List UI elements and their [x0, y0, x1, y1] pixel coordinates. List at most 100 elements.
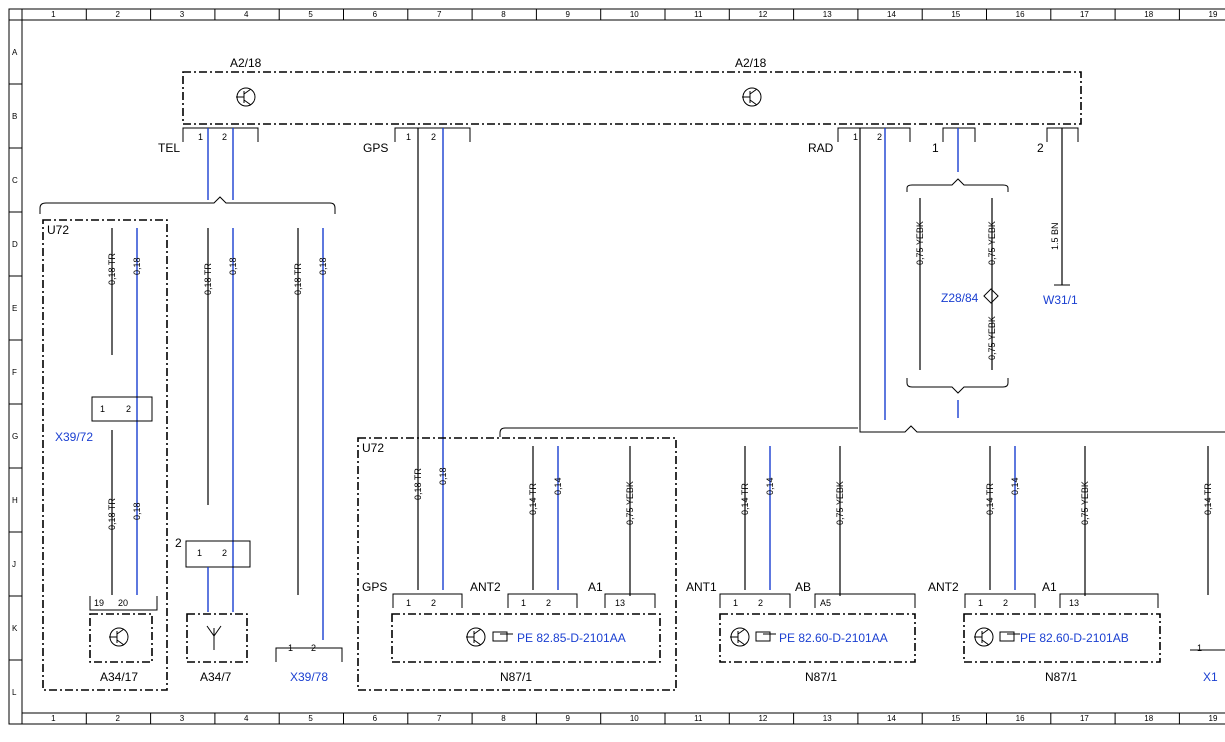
grid-column-label: 9 [566, 714, 571, 723]
svg-text:ANT2: ANT2 [470, 580, 501, 594]
pe-82-85-link[interactable]: PE 82.85-D-2101AA [517, 631, 626, 645]
grid-row-label: A [12, 48, 18, 57]
grid-column-label: 15 [951, 10, 960, 19]
svg-text:0,14: 0,14 [553, 477, 563, 495]
grid-row-label: F [12, 368, 17, 377]
grid-column-label: 14 [887, 10, 896, 19]
svg-text:2: 2 [1037, 141, 1044, 155]
svg-text:0,18: 0,18 [228, 257, 238, 275]
svg-text:1: 1 [197, 548, 202, 558]
grid-column-label: 15 [951, 714, 960, 723]
svg-text:A5: A5 [820, 598, 831, 608]
svg-text:0,18 TR: 0,18 TR [107, 253, 117, 285]
svg-text:N87/1: N87/1 [805, 670, 837, 684]
antenna-icon [206, 625, 222, 650]
svg-text:A1: A1 [1042, 580, 1057, 594]
svg-text:1: 1 [978, 598, 983, 608]
grid-row-label: K [12, 624, 18, 633]
a2-18-label-left: A2/18 [230, 56, 262, 70]
grid-column-label: 3 [180, 714, 185, 723]
grid-column-label: 5 [308, 10, 313, 19]
svg-text:2: 2 [1003, 598, 1008, 608]
svg-text:1: 1 [733, 598, 738, 608]
grid-column-label: 13 [823, 10, 832, 19]
x39-78-link[interactable]: X39/78 [290, 670, 328, 684]
svg-text:1: 1 [1197, 643, 1202, 653]
grid-column-label: 12 [758, 10, 767, 19]
grid-row-label: H [12, 496, 18, 505]
grid-column-label: 16 [1016, 714, 1025, 723]
grid-column-label: 2 [115, 10, 120, 19]
grid-row-label: G [12, 432, 18, 441]
transistor-icon [466, 627, 486, 647]
gps-top-label: GPS [363, 141, 388, 155]
svg-text:A34/7: A34/7 [200, 670, 232, 684]
svg-text:A1: A1 [588, 580, 603, 594]
svg-text:0,18 TR: 0,18 TR [107, 498, 117, 530]
pe-82-60-ab-link[interactable]: PE 82.60-D-2101AB [1020, 631, 1129, 645]
svg-text:0,18: 0,18 [132, 502, 142, 520]
grid-column-label: 17 [1080, 714, 1089, 723]
grid-column-label: 9 [566, 10, 571, 19]
svg-text:0,75 YEBK: 0,75 YEBK [987, 221, 997, 265]
tel-label: TEL [158, 141, 180, 155]
w31-1-link[interactable]: W31/1 [1043, 293, 1078, 307]
pe-82-60-aa-link[interactable]: PE 82.60-D-2101AA [779, 631, 888, 645]
z28-84-link[interactable]: Z28/84 [941, 291, 979, 305]
svg-text:1.5 BN: 1.5 BN [1050, 222, 1060, 250]
x39-72-link[interactable]: X39/72 [55, 430, 93, 444]
pointing-hand-icon [492, 631, 513, 642]
transistor-icon [109, 627, 129, 647]
pointing-hand-icon [755, 631, 776, 642]
rad-label: RAD [808, 141, 834, 155]
pointing-hand-icon [999, 631, 1020, 642]
grid-row-label: C [12, 176, 18, 185]
grid-column-label: 19 [1209, 714, 1218, 723]
grid-row-label: D [12, 240, 18, 249]
grid-column-label: 1 [51, 714, 56, 723]
x1-partial-link[interactable]: X1 [1203, 670, 1218, 684]
svg-text:2: 2 [311, 643, 316, 653]
svg-text:ANT1: ANT1 [686, 580, 717, 594]
svg-text:13: 13 [615, 598, 625, 608]
grid-row-label: J [12, 560, 16, 569]
svg-text:1: 1 [521, 598, 526, 608]
grid-column-label: 11 [694, 714, 703, 723]
grid-column-label: 18 [1144, 714, 1153, 723]
grid-column-label: 18 [1144, 10, 1153, 19]
grid-column-label: 4 [244, 714, 249, 723]
grid-column-label: 12 [758, 714, 767, 723]
svg-text:0,75 YEBK: 0,75 YEBK [1080, 481, 1090, 525]
grid-row-label: L [12, 688, 17, 697]
svg-text:2: 2 [222, 132, 227, 142]
svg-text:2: 2 [222, 548, 227, 558]
svg-text:0,14: 0,14 [1010, 477, 1020, 495]
svg-text:0,14: 0,14 [765, 477, 775, 495]
svg-text:2: 2 [877, 132, 882, 142]
svg-text:1: 1 [932, 141, 939, 155]
svg-text:0,18: 0,18 [318, 257, 328, 275]
svg-text:0,18: 0,18 [132, 257, 142, 275]
grid-column-label: 17 [1080, 10, 1089, 19]
a2-18-module-box [182, 71, 1082, 125]
transistor-icon [236, 87, 256, 107]
grid-column-label: 7 [437, 714, 442, 723]
svg-text:0,18: 0,18 [438, 467, 448, 485]
svg-text:2: 2 [431, 132, 436, 142]
grid-column-label: 7 [437, 10, 442, 19]
svg-text:2: 2 [431, 598, 436, 608]
grid-column-label: 10 [630, 714, 639, 723]
svg-text:0,75 YEBK: 0,75 YEBK [987, 316, 997, 360]
svg-text:20: 20 [118, 598, 128, 608]
svg-text:1: 1 [406, 598, 411, 608]
svg-text:N87/1: N87/1 [1045, 670, 1077, 684]
u72-left-box [42, 219, 168, 691]
transistor-icon [742, 87, 762, 107]
grid-column-label: 11 [694, 10, 703, 19]
svg-text:A34/17: A34/17 [100, 670, 138, 684]
svg-text:N87/1: N87/1 [500, 670, 532, 684]
svg-text:AB: AB [795, 580, 811, 594]
svg-text:1: 1 [100, 404, 105, 414]
